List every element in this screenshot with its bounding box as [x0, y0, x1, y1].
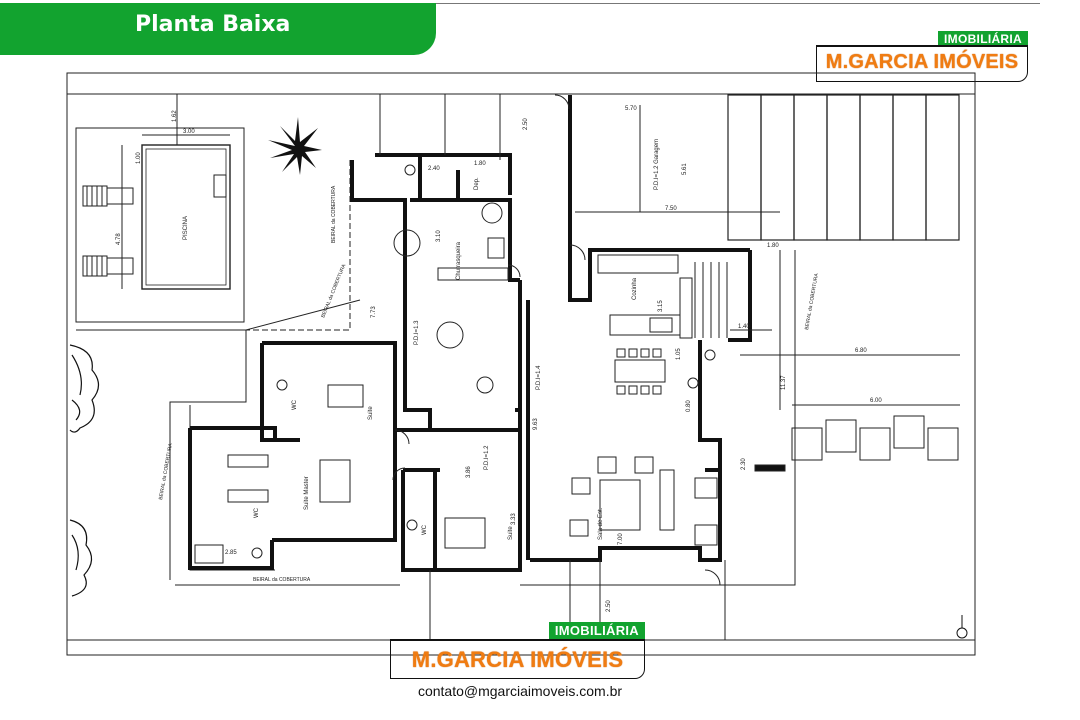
dim-label: 2.50: [523, 118, 529, 130]
room-label-wc1: WC: [292, 399, 298, 410]
dim-label: 2.30: [741, 458, 747, 470]
room-label-garage: P.D.I=1.2 Garagem: [654, 139, 660, 190]
dim-label: 3.00: [183, 129, 195, 135]
top-divider: [436, 3, 1040, 4]
room-label-pdi3: P.D.I=1.3: [414, 320, 420, 345]
dim-label: 1.80: [767, 243, 779, 249]
room-label-living: Sala de Est.: [598, 507, 604, 540]
eave-label: BEIRAL da COBERTURA: [253, 577, 311, 583]
dim-label: 1.40: [738, 324, 750, 330]
dim-label: 7.00: [618, 533, 624, 545]
room-label-wc3: WC: [422, 524, 428, 535]
shrub-icon: [69, 344, 100, 597]
dim-label: 6.00: [870, 398, 882, 404]
dim-label: 7.73: [371, 306, 377, 318]
brand-logo-bottom: IMOBILIÁRIA M.GARCIA IMÓVEIS: [390, 622, 645, 679]
eave-label: BEIRAL da COBERTURA: [320, 263, 347, 319]
dim-label: 2.85: [225, 550, 237, 556]
contact-email: contato@mgarciaimoveis.com.br: [417, 683, 623, 699]
room-label-storage: Dep.: [474, 177, 480, 190]
dim-label: 1.62: [172, 110, 178, 122]
dim-label: 6.80: [855, 348, 867, 354]
dim-label: 1.00: [136, 152, 142, 164]
room-label-hall: P.D.I=1.2: [484, 445, 490, 470]
room-label-wc2: WC: [254, 507, 260, 518]
dim-label: 1.05: [676, 348, 682, 360]
room-label-pdi4: P.D.I=1.4: [536, 365, 542, 390]
room-label-pool: PISCINA: [183, 216, 189, 240]
brand-logo-frame: [816, 45, 1028, 82]
eave-label: BEIRAL da COBERTURA: [331, 185, 337, 243]
pool: [141, 144, 231, 290]
palm-tree-icon: [268, 117, 322, 175]
dim-label: 7.50: [665, 206, 677, 212]
dim-label: 3.86: [466, 466, 472, 478]
room-label-suite-master: Suite Master: [304, 476, 310, 510]
dim-label: 3.10: [436, 230, 442, 242]
dim-label: 2.40: [428, 166, 440, 172]
brand-logo-top: IMOBILIÁRIA M.GARCIA IMÓVEIS: [816, 31, 1028, 82]
eave-label: BEIRAL da COBERTURA: [804, 272, 820, 330]
dim-label: 1.80: [474, 161, 486, 167]
dim-label: 11.37: [781, 375, 787, 390]
brand-tag: IMOBILIÁRIA: [938, 31, 1028, 47]
dim-label: 2.50: [606, 600, 612, 612]
dim-label: 3.33: [511, 513, 517, 525]
eave-label: BEIRAL da COBERTURA: [158, 442, 174, 500]
dim-label: 9.63: [533, 418, 539, 430]
title-tab: [0, 3, 436, 55]
dim-label: 0.80: [686, 400, 692, 412]
north-arrow-icon: [956, 615, 968, 639]
room-label-suite1: Suite: [368, 406, 374, 420]
brand-tag: IMOBILIÁRIA: [548, 622, 645, 639]
dim-label: 5.61: [682, 163, 688, 175]
dim-label: 3.15: [658, 300, 664, 312]
dim-label: 5.70: [625, 106, 637, 112]
brand-logo-frame: [390, 639, 645, 679]
dim-label: 4.78: [116, 233, 122, 245]
room-label-barbecue: Churrasqueira: [456, 241, 462, 280]
room-label-kitchen: Cozinha: [632, 277, 638, 300]
brand-name: M.GARCIA IMÓVEIS: [411, 647, 624, 672]
room-label-suite2: Suite: [508, 526, 514, 540]
page-title: Planta Baixa: [135, 12, 291, 37]
pool-deck: [75, 127, 245, 323]
brand-name: M.GARCIA IMÓVEIS: [825, 51, 1019, 73]
